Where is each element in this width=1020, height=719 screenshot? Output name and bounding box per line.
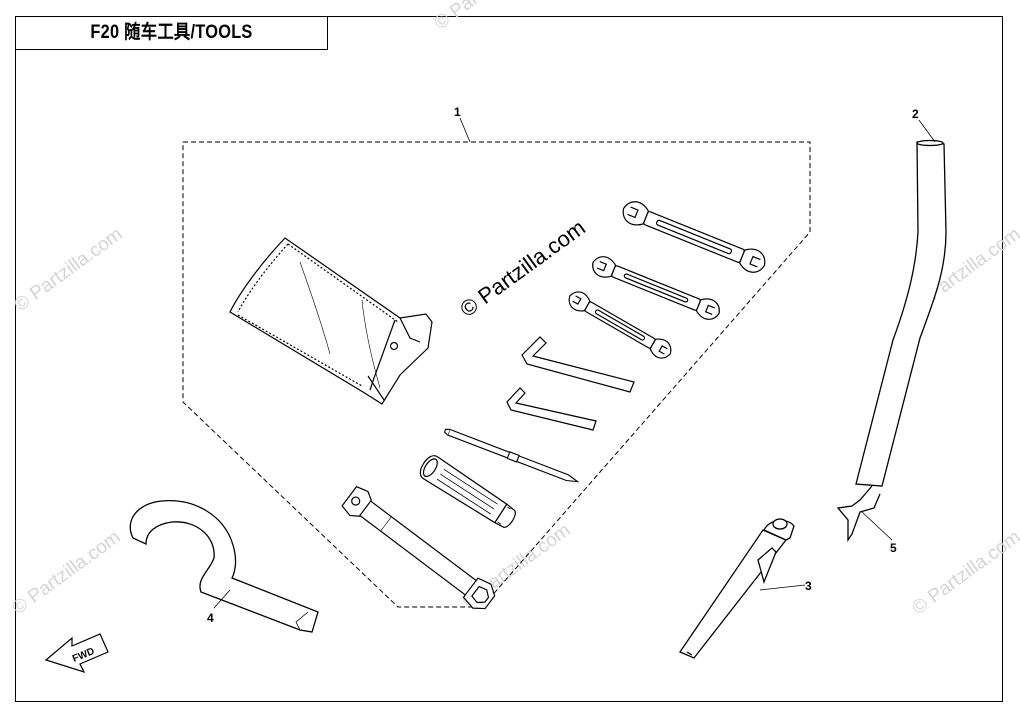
hex-key-large [521, 336, 635, 393]
title-box: F20 随车工具/TOOLS [15, 16, 328, 50]
callout-5-leader [861, 511, 893, 541]
hook-spanner [129, 500, 319, 633]
callout-3-leader [759, 584, 806, 591]
watermark-left: © Partzilla.com [11, 224, 127, 316]
watermark-main: © Partzilla.com [455, 215, 590, 322]
page-title: F20 随车工具/TOOLS [90, 22, 253, 43]
callout-1-label: 1 [454, 105, 461, 119]
extension-bar [836, 139, 947, 543]
hex-key-small [506, 387, 597, 431]
watermarks: © Partzilla.com © Partzilla.com © Partzi… [9, 0, 1020, 619]
diagram-frame [15, 16, 1003, 702]
tool-pouch [229, 237, 433, 405]
tommy-bar [679, 518, 795, 659]
callout-4-label: 4 [207, 611, 214, 625]
open-end-wrench-medium [592, 256, 720, 320]
open-end-wrench-large [622, 201, 766, 273]
callout-1-leader [459, 117, 471, 143]
watermark-bottom-left: © Partzilla.com [9, 527, 125, 619]
callout-2-leader [918, 119, 936, 143]
fwd-arrow: FWD [44, 633, 109, 673]
callout-2-label: 2 [912, 107, 919, 121]
watermark-top-center: © Partzilla.com [431, 0, 547, 34]
screwdriver-handle [419, 455, 516, 528]
screwdriver-blade [443, 428, 580, 483]
callout-5-label: 5 [890, 541, 897, 555]
callout-4-leader [213, 589, 231, 609]
callout-3-label: 3 [805, 579, 812, 593]
open-end-wrench-small [568, 291, 672, 359]
toolkit-group-outline [182, 141, 811, 608]
watermark-bottom-right: © Partzilla.com [909, 527, 1020, 619]
box-spanner [341, 485, 496, 610]
